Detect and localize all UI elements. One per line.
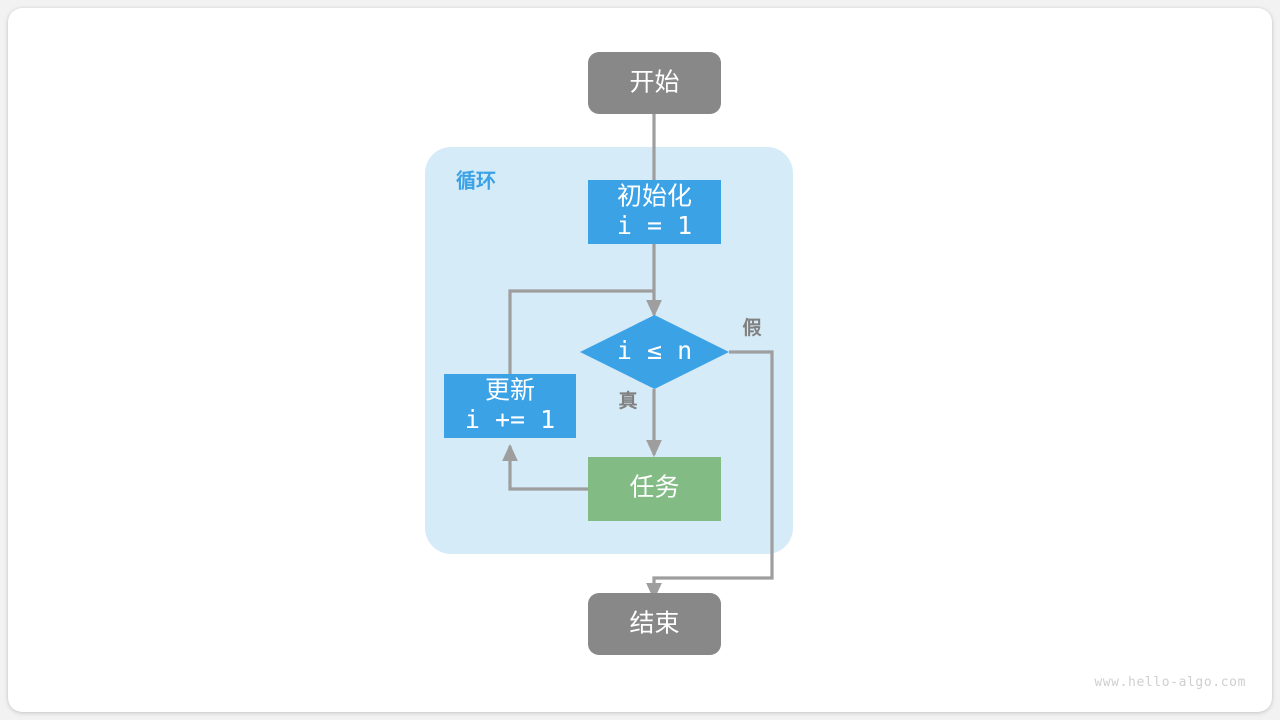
node-start-label: 开始 bbox=[629, 69, 679, 97]
node-task-label: 任务 bbox=[629, 474, 679, 502]
watermark: www.hello-algo.com bbox=[1094, 675, 1246, 690]
node-start[interactable]: 开始 bbox=[588, 52, 721, 114]
edge-cond-to-end bbox=[646, 350, 774, 601]
edge-update-to-cond bbox=[508, 289, 654, 374]
edge-label-false: 假 bbox=[742, 316, 761, 339]
node-update-label-code: i += 1 bbox=[465, 405, 555, 434]
node-update[interactable]: 更新 i += 1 bbox=[444, 374, 576, 438]
node-init-label-code: i = 1 bbox=[617, 211, 692, 240]
node-condition-label: i ≤ n bbox=[617, 336, 692, 365]
edge-label-true: 真 bbox=[618, 389, 637, 412]
node-update-label-cn: 更新 bbox=[485, 377, 535, 405]
flowchart-svg: 循环 真 假 开始 bbox=[425, 52, 793, 655]
node-end-label: 结束 bbox=[629, 610, 679, 638]
loop-container-label: 循环 bbox=[456, 168, 496, 192]
node-task[interactable]: 任务 bbox=[588, 457, 721, 521]
diagram-card: 循环 真 假 开始 bbox=[8, 8, 1272, 712]
node-init-label-cn: 初始化 bbox=[617, 183, 692, 211]
edge-task-to-update bbox=[502, 443, 588, 491]
node-condition[interactable]: i ≤ n bbox=[580, 315, 729, 389]
node-end[interactable]: 结束 bbox=[588, 593, 721, 655]
node-init[interactable]: 初始化 i = 1 bbox=[588, 180, 721, 244]
